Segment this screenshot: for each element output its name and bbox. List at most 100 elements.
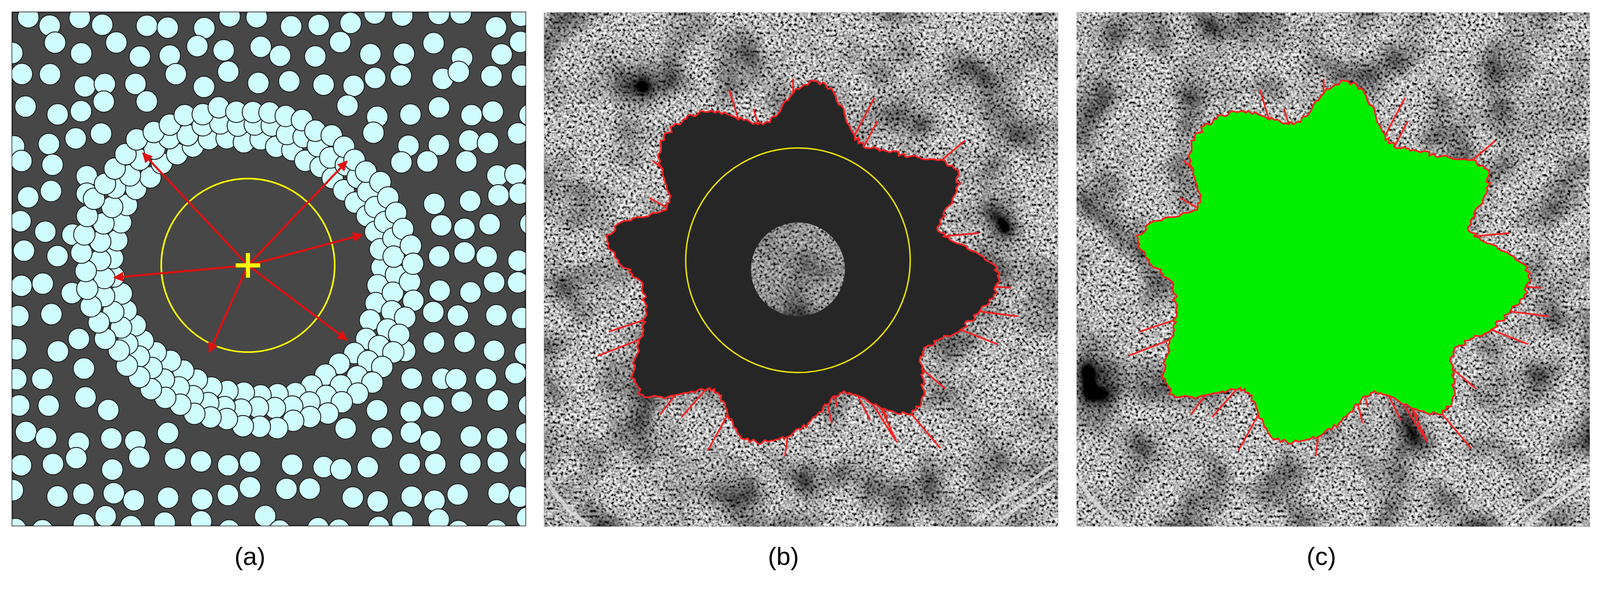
radius-arrow (114, 265, 248, 278)
particle (445, 368, 467, 390)
particle (483, 271, 505, 293)
particle (391, 510, 413, 526)
particle (427, 508, 450, 526)
particle (280, 15, 302, 37)
particle (91, 13, 113, 36)
particle (73, 513, 95, 526)
particle (453, 241, 475, 263)
particle (477, 132, 499, 154)
particle (508, 182, 526, 205)
image-texture (1076, 12, 1590, 527)
particle (329, 31, 351, 53)
particle (423, 32, 445, 54)
particle (518, 394, 526, 417)
boundary-spike (1491, 329, 1528, 344)
particle (364, 12, 386, 25)
particle (453, 218, 475, 240)
particle (41, 153, 64, 176)
boundary-spike (1509, 311, 1549, 317)
boundary-spike (921, 368, 946, 389)
dish-edge (972, 463, 1057, 526)
particle (459, 190, 481, 212)
particle (39, 63, 61, 85)
particle (74, 75, 96, 97)
particle (342, 486, 364, 508)
boundary-spike (1411, 408, 1427, 440)
particle (507, 122, 526, 145)
particle (218, 12, 241, 28)
radius-arrow (247, 234, 363, 266)
boundary-spike (1365, 396, 1369, 407)
particle (193, 76, 215, 98)
boundary-spike (881, 408, 896, 440)
boundary-spike (707, 414, 728, 451)
particle (514, 342, 526, 365)
particle (504, 362, 526, 384)
particle (12, 338, 28, 360)
particle (455, 150, 478, 172)
particle (217, 454, 239, 476)
boundary-spike (608, 320, 642, 332)
boundary-spike (1190, 394, 1206, 415)
particle (249, 36, 272, 58)
particle (479, 213, 501, 235)
particle (362, 121, 385, 144)
particle (400, 485, 423, 507)
boundary-spike (1323, 78, 1325, 94)
particle (504, 163, 526, 185)
particle (330, 458, 352, 480)
particle (129, 45, 151, 68)
particle (485, 304, 507, 326)
particle (217, 483, 239, 506)
particle (128, 446, 150, 469)
boundary-spike (1388, 395, 1401, 420)
particle (14, 95, 37, 118)
particle (157, 16, 179, 39)
particle (136, 15, 158, 37)
particle (68, 328, 90, 350)
particle (458, 129, 480, 151)
boundary-spike (943, 232, 979, 237)
particle (65, 127, 87, 149)
particle (359, 43, 381, 65)
particle (402, 252, 424, 275)
boundary-spike (1472, 140, 1496, 160)
particle (38, 394, 60, 417)
particle (186, 35, 208, 57)
particle (486, 450, 509, 473)
panel-a (1, 2, 542, 542)
panel-b (543, 12, 1058, 527)
boundary-spike (1473, 232, 1510, 237)
particle (12, 305, 30, 327)
boundary-spike (1238, 414, 1259, 451)
boundary-spike (1259, 89, 1270, 120)
particle (416, 150, 439, 172)
particle (12, 42, 23, 64)
particle (366, 490, 389, 512)
particle (507, 249, 526, 272)
particle (368, 515, 390, 526)
particle (153, 511, 176, 526)
panel-ground (12, 12, 526, 526)
particle (475, 367, 497, 390)
particle (424, 452, 446, 475)
particle (94, 505, 117, 526)
filled-cavity (1136, 80, 1531, 444)
boundary-spike (960, 329, 998, 344)
particle (507, 271, 526, 293)
particle (460, 425, 482, 447)
particle (12, 150, 33, 172)
particle (35, 426, 57, 448)
boundary-spike (792, 78, 795, 94)
particle (31, 368, 53, 390)
cavity-region (606, 80, 1000, 444)
particle (487, 389, 509, 411)
particle (12, 63, 33, 85)
particle (191, 488, 213, 510)
particle (398, 452, 421, 475)
particle (218, 519, 240, 526)
particle (105, 31, 127, 54)
particle (508, 485, 526, 507)
boundary-spike (1315, 436, 1319, 457)
